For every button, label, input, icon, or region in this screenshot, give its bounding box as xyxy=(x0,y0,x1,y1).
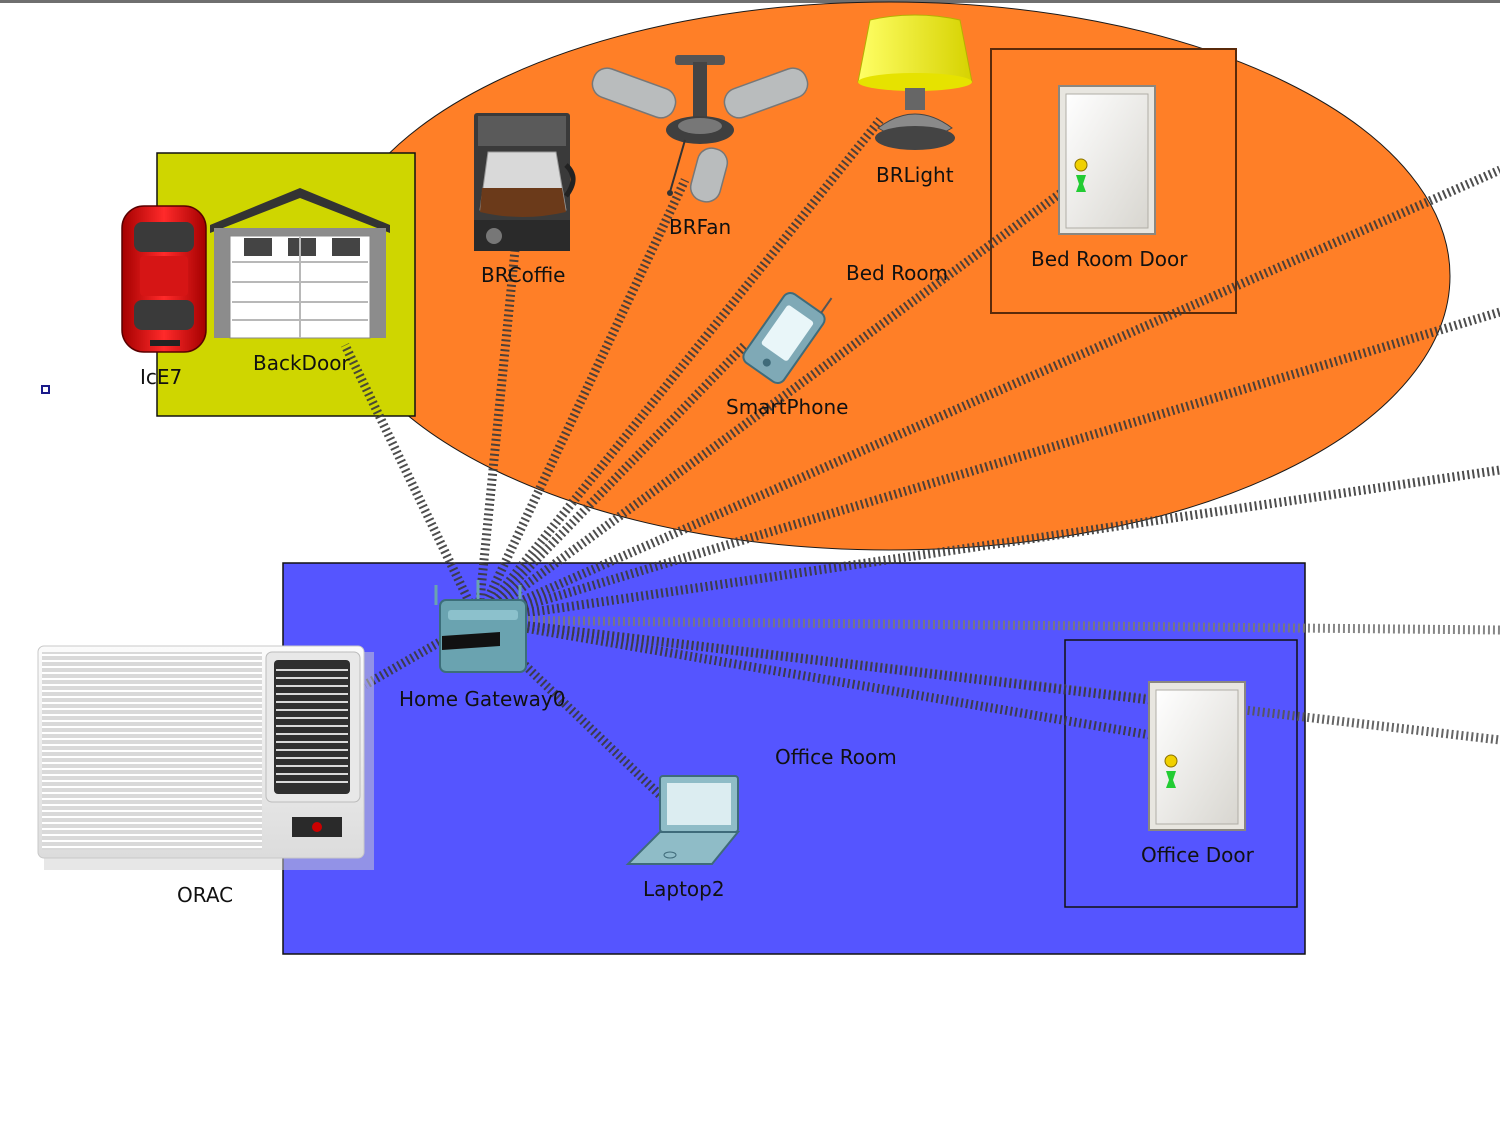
link-office-door xyxy=(477,615,1151,740)
device-label-smartphone: SmartPhone xyxy=(726,395,849,419)
link-coffee xyxy=(473,249,520,621)
laptop-icon[interactable] xyxy=(625,775,741,865)
device-label-gateway: Home Gateway0 xyxy=(399,687,566,711)
selection-marker xyxy=(41,385,50,394)
coffee-maker-icon[interactable] xyxy=(474,113,576,251)
canvas-top-border xyxy=(0,0,1500,3)
device-label-coffee: BRCoffie xyxy=(481,263,566,287)
device-label-office-door: Office Door xyxy=(1141,843,1254,867)
link-fan xyxy=(473,178,690,622)
link-smartphone xyxy=(474,341,749,624)
device-label-laptop: Laptop2 xyxy=(643,877,725,901)
link-backdoor xyxy=(340,343,483,622)
device-label-fan: BRFan xyxy=(669,215,732,239)
ceiling-fan-icon[interactable] xyxy=(588,55,811,205)
device-label-light: BRLight xyxy=(876,163,954,187)
zone-label-bedroom: Bed Room xyxy=(846,261,949,285)
device-label-car: IcE7 xyxy=(140,365,183,389)
car-icon[interactable] xyxy=(121,205,207,353)
link-bedroom-door xyxy=(475,186,1068,624)
link-offscreen-1 xyxy=(476,165,1500,625)
garage-door-icon[interactable] xyxy=(210,188,390,339)
wireless-links xyxy=(340,117,1500,804)
device-label-backdoor: BackDoor xyxy=(253,351,350,375)
link-light xyxy=(474,117,884,623)
air-conditioner-icon[interactable] xyxy=(37,645,374,870)
link-offscreen-3 xyxy=(477,465,1500,625)
lamp-icon[interactable] xyxy=(857,14,973,150)
door-icon[interactable] xyxy=(1058,85,1156,235)
link-laptop xyxy=(474,616,669,804)
device-label-ac: ORAC xyxy=(177,883,234,907)
link-offscreen-4 xyxy=(477,615,1500,635)
home-gateway-icon[interactable] xyxy=(434,580,527,673)
zone-label-office: Office Room xyxy=(775,745,897,769)
door-icon-office[interactable] xyxy=(1148,681,1246,831)
device-label-bedroom-door: Bed Room Door xyxy=(1031,247,1188,271)
smartphone-icon[interactable] xyxy=(740,275,838,386)
